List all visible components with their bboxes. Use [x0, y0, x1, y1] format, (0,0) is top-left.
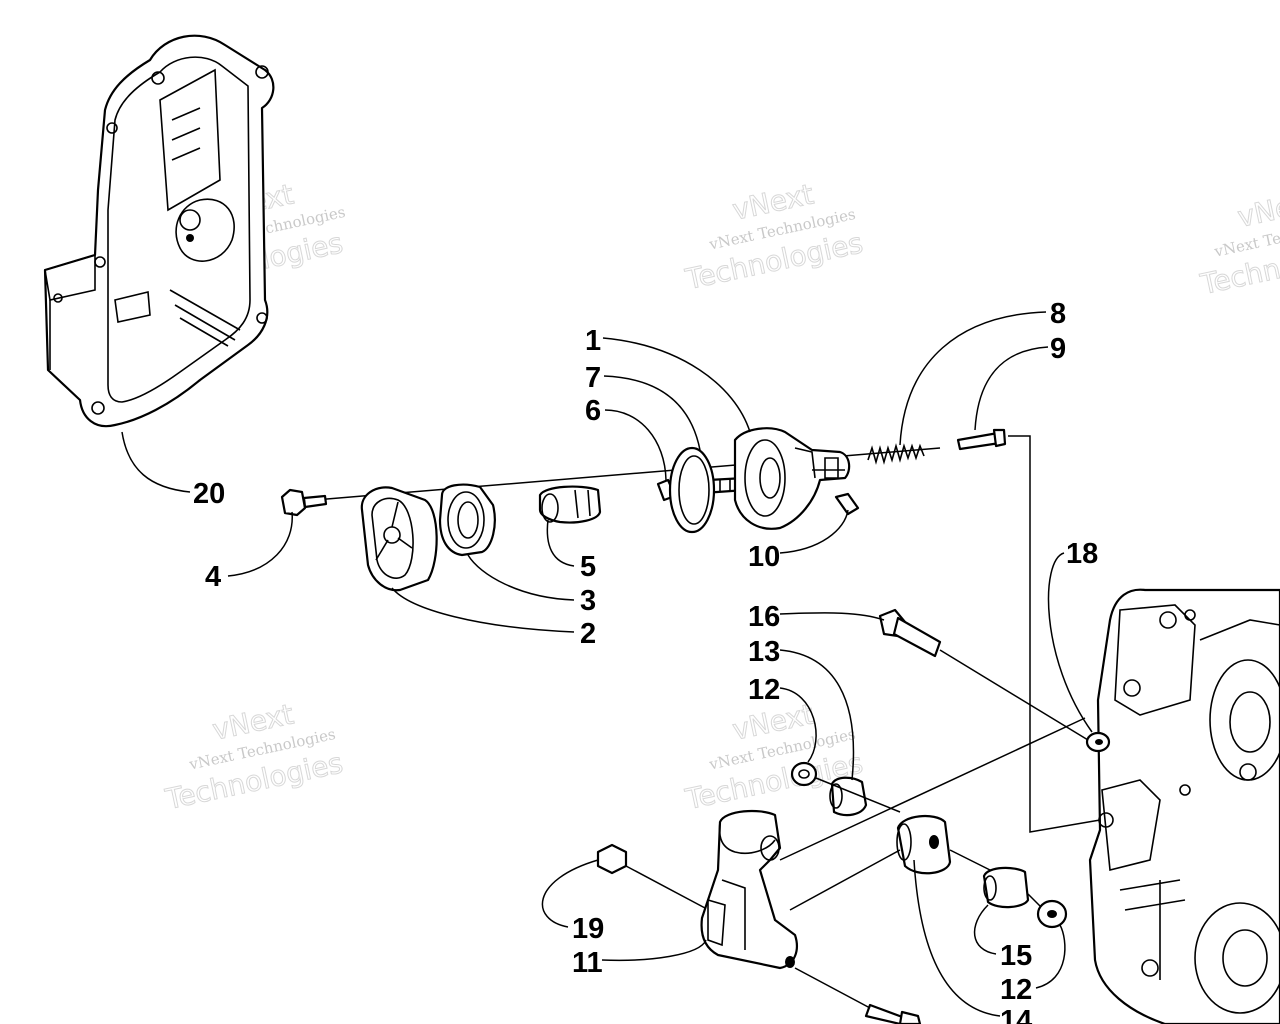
part-13-spacer — [829, 776, 868, 817]
axis-line-11-to-engine — [779, 717, 1086, 861]
watermark-bottom-left: vNext vNext Technologies Technologies — [161, 697, 346, 817]
callout-15: 15 — [1000, 940, 1032, 972]
leader-lines — [121, 311, 1093, 1017]
callout-6: 6 — [585, 395, 601, 427]
callout-18: 18 — [1066, 538, 1098, 570]
axis-line-16 — [939, 649, 1089, 741]
callout-12-lower: 12 — [1000, 974, 1032, 1006]
callout-4: 4 — [205, 561, 221, 593]
callout-2: 2 — [580, 618, 596, 650]
callout-1: 1 — [585, 325, 601, 357]
part-7-clip-ring — [668, 446, 716, 534]
watermark-top-right: vNext vNext Technologies Technologies — [1196, 184, 1280, 302]
axis-line-19 — [625, 865, 706, 909]
engine-crankcase — [1088, 588, 1280, 1024]
part-19-nut — [596, 843, 628, 875]
part-15-spacer — [982, 866, 1030, 909]
part-2-plate — [360, 486, 438, 592]
callout-13: 13 — [748, 636, 780, 668]
watermark-top-center: vNext vNext Technologies Technologies — [681, 177, 866, 297]
callout-8: 8 — [1050, 298, 1066, 330]
part-10-screw — [834, 492, 860, 516]
callout-16: 16 — [748, 601, 780, 633]
callout-3: 3 — [580, 585, 596, 617]
part-9-pin — [956, 428, 1007, 451]
part-14-bushing — [896, 814, 952, 875]
part-20-cover-housing — [43, 34, 275, 428]
callout-12-upper: 12 — [748, 674, 780, 706]
callout-5: 5 — [580, 551, 596, 583]
callout-10: 10 — [748, 541, 780, 573]
callout-7: 7 — [585, 362, 601, 394]
axis-line-11-to-14 — [789, 849, 901, 911]
part-4-bolt — [280, 488, 328, 517]
callout-labels: 20 4 2 3 5 1 7 6 10 8 9 18 16 13 12 19 1… — [193, 298, 1098, 1024]
axis-line-bottom-bolt — [794, 967, 871, 1009]
reference-line-9-to-engine — [1008, 435, 1101, 833]
part-11-tensioner-arm — [700, 809, 798, 970]
part-3-ring — [438, 483, 496, 557]
axis-line-12-13 — [815, 777, 901, 813]
callout-9: 9 — [1050, 333, 1066, 365]
part-1-housing — [733, 427, 851, 530]
part-8-spring — [867, 443, 925, 465]
part-12-upper-washer — [790, 761, 818, 787]
watermark-brand: vNext — [1235, 185, 1280, 234]
part-12-lower-washer — [1036, 899, 1068, 929]
axis-line-15-12 — [1027, 893, 1041, 907]
part-16-bolt — [878, 608, 942, 658]
part-5-bushing — [538, 485, 602, 524]
part-18-washer — [1085, 731, 1111, 753]
callout-19: 19 — [572, 913, 604, 945]
callout-20: 20 — [193, 478, 225, 510]
bottom-bolt — [864, 1003, 922, 1024]
callout-14: 14 — [1000, 1005, 1032, 1024]
callout-11: 11 — [572, 947, 603, 979]
